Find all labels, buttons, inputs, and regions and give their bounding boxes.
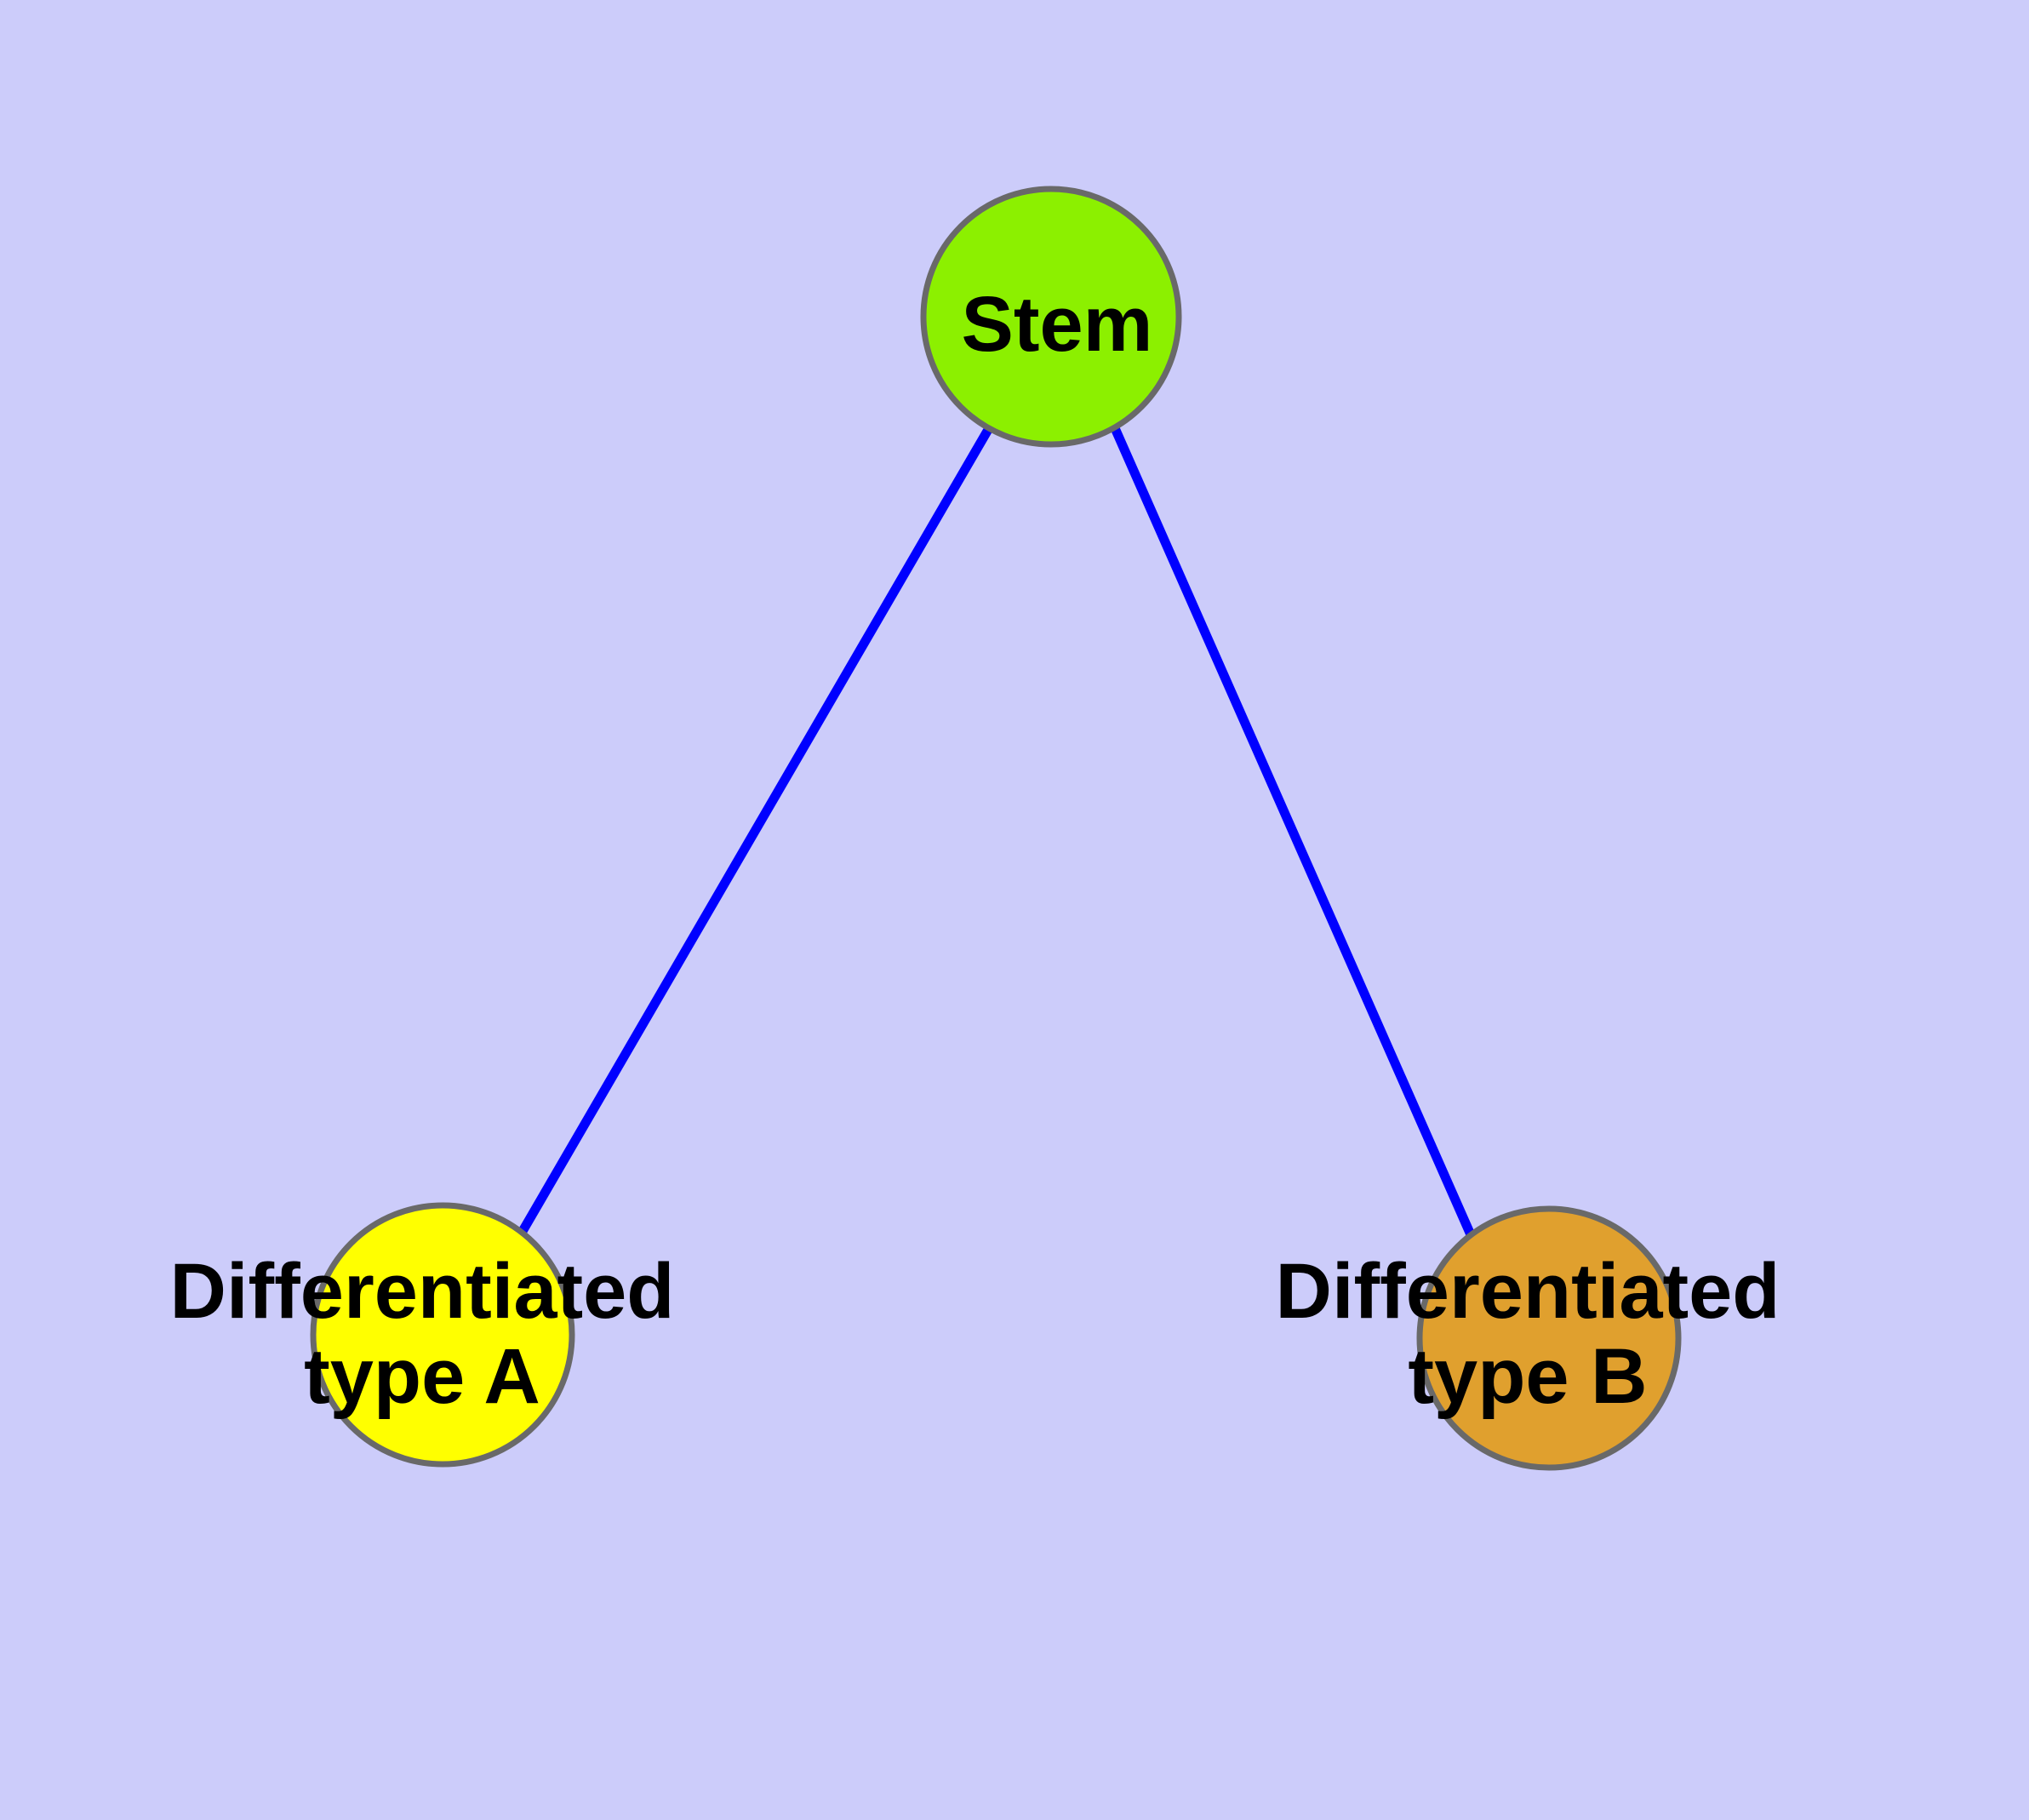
node-differentiated-type-b-circle[interactable] <box>1416 1205 1682 1471</box>
node-differentiated-type-b-label-line2: type B <box>1408 1333 1647 1420</box>
node-stem[interactable]: Stem <box>920 186 1182 448</box>
node-stem-label: Stem <box>962 281 1153 368</box>
edge-layer <box>517 423 1477 1244</box>
node-differentiated-type-a-label-line1: Differentiated <box>170 1248 675 1335</box>
node-differentiated-type-a[interactable]: Differentiated type A <box>170 1202 675 1468</box>
node-differentiated-type-b[interactable]: Differentiated type B <box>1276 1205 1780 1471</box>
node-differentiated-type-a-label-line2: type A <box>304 1333 540 1420</box>
node-layer: Stem Differentiated type A Differentiate… <box>170 186 1780 1471</box>
node-differentiated-type-a-circle[interactable] <box>310 1202 575 1468</box>
edge-stem-to-differentiated-type-b[interactable] <box>1110 423 1477 1244</box>
node-stem-circle[interactable] <box>920 186 1182 448</box>
node-differentiated-type-b-label-line1: Differentiated <box>1276 1248 1780 1335</box>
edge-stem-to-differentiated-type-a[interactable] <box>517 423 994 1238</box>
